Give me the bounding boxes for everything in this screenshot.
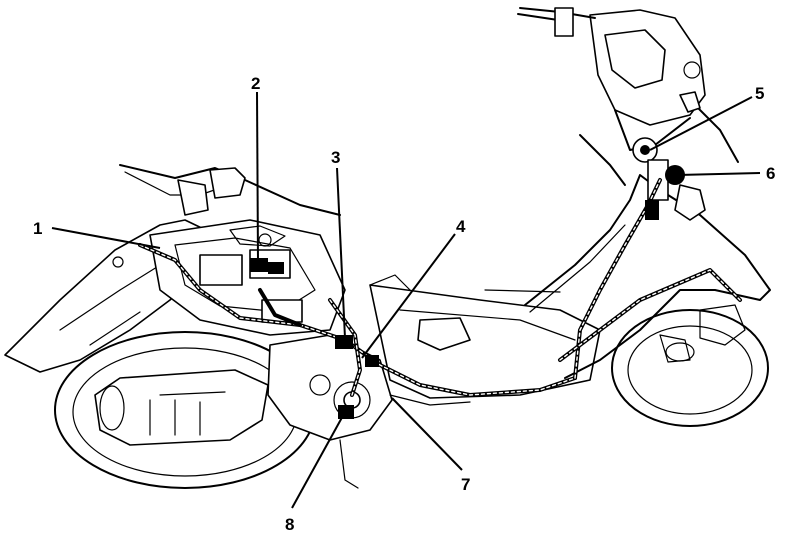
floor-board [369, 274, 601, 399]
callout-2: 2 [251, 74, 260, 93]
callout-6: 6 [766, 164, 775, 183]
leader-line-5 [649, 96, 753, 151]
callout-8: 8 [285, 515, 294, 534]
leg-shield [524, 174, 771, 379]
muffler [94, 369, 269, 446]
leader-line-8 [291, 411, 346, 509]
leader-line-1 [51, 227, 161, 249]
ignition-area [632, 137, 746, 363]
leader-line-7 [391, 397, 463, 471]
handlebar-assembly [517, 7, 739, 186]
leader-line-6 [677, 172, 761, 176]
leader-lines [51, 91, 761, 509]
callout-7: 7 [461, 475, 470, 494]
leader-line-4 [361, 233, 456, 359]
callout-3: 3 [331, 148, 340, 167]
leader-line-3 [336, 167, 346, 339]
callout-labels: 1 2 3 4 5 6 7 8 [33, 74, 775, 534]
callout-5: 5 [755, 84, 764, 103]
callout-4: 4 [456, 217, 466, 236]
rear-frame [119, 164, 341, 216]
leader-line-2 [256, 91, 259, 263]
callout-1: 1 [33, 219, 42, 238]
front-wheel [611, 309, 769, 427]
